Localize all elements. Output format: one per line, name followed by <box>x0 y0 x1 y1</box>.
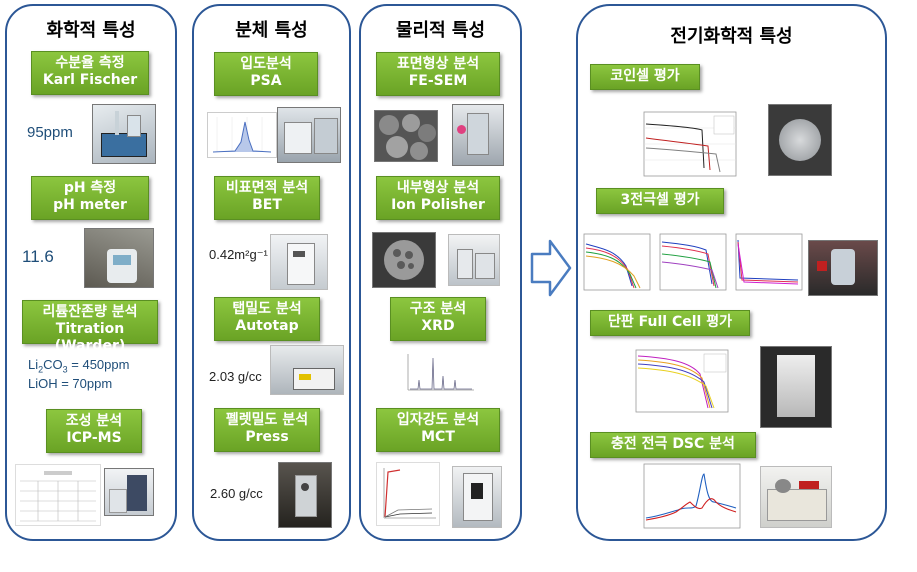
item-sub: FE-SEM <box>408 73 468 89</box>
li2co3-value: Li2CO3 = 450ppm <box>28 357 130 375</box>
karl-fischer-photo <box>92 104 156 164</box>
coin-cell-photo <box>768 104 832 176</box>
item-sub: MCT <box>421 429 455 445</box>
item-label: 입도분석 <box>240 56 292 72</box>
moisture-value: 95ppm <box>27 124 73 141</box>
item-sub: pH meter <box>53 197 127 213</box>
full-cell-box: 단판 Full Cell 평가 <box>590 310 750 336</box>
item-label: 3전극셀 평가 <box>620 192 700 208</box>
item-label: 입자강도 분석 <box>396 412 480 428</box>
three-electrode-cell-photo <box>808 240 878 296</box>
press-box: 펠렛밀도 분석 Press <box>214 408 320 452</box>
xrd-pattern-chart <box>407 354 474 391</box>
fe-sem-photo <box>452 104 504 166</box>
ph-meter-photo <box>84 228 154 288</box>
three-electrode-chart-3 <box>735 233 803 291</box>
icp-ms-photo <box>104 468 154 516</box>
item-sub: BET <box>252 197 282 213</box>
item-label: 펠렛밀도 분석 <box>225 412 309 428</box>
item-label: 코인셀 평가 <box>610 68 680 84</box>
titration-box: 리튬잔존량 분석 Titration (Warder) <box>22 300 158 354</box>
item-sub: Titration (Warder) <box>54 321 126 354</box>
three-electrode-chart-2 <box>659 233 727 291</box>
item-label: 구조 분석 <box>409 301 467 317</box>
icp-ms-box: 조성 분석 ICP-MS <box>46 409 142 453</box>
item-label: 단판 Full Cell 평가 <box>608 314 732 330</box>
panel-title: 물리적 특성 <box>395 20 486 41</box>
item-label: 조성 분석 <box>65 413 123 429</box>
karl-fischer-box: 수분율 측정 Karl Fischer <box>31 51 149 95</box>
autotap-photo <box>270 345 344 395</box>
item-label: 내부형상 분석 <box>396 180 480 196</box>
item-sub: Karl Fischer <box>42 72 138 88</box>
fe-sem-box: 표면형상 분석 FE-SEM <box>376 52 500 96</box>
xrd-box: 구조 분석 XRD <box>390 297 486 341</box>
item-sub: Autotap <box>235 318 299 334</box>
item-label: 표면형상 분석 <box>396 56 480 72</box>
mct-photo <box>452 466 502 528</box>
press-photo <box>278 462 332 528</box>
coin-cell-charge-discharge-chart <box>643 111 737 177</box>
panel-title: 전기화학적 특성 <box>670 26 793 47</box>
item-sub: Ion Polisher <box>391 197 485 213</box>
dsc-box: 충전 전극 DSC 분석 <box>590 432 756 458</box>
bet-box: 비표면적 분석 BET <box>214 176 320 220</box>
panel-title: 화학적 특성 <box>46 20 136 41</box>
item-label: 리튬잔존량 분석 <box>42 304 138 320</box>
cross-section-image <box>372 232 436 288</box>
ion-polisher-box: 내부형상 분석 Ion Polisher <box>376 176 500 220</box>
dsc-heat-flow-chart <box>643 463 741 529</box>
ion-polisher-photo <box>448 234 500 286</box>
psa-distribution-chart <box>207 112 277 158</box>
psa-box: 입도분석 PSA <box>214 52 318 96</box>
sem-surface-image <box>374 110 438 162</box>
item-label: 수분율 측정 <box>55 55 125 71</box>
bet-value: 0.42m²g⁻¹ <box>209 247 268 262</box>
psa-photo <box>277 107 341 163</box>
dsc-instrument-photo <box>760 466 832 528</box>
pellet-density-value: 2.60 g/cc <box>210 486 263 501</box>
item-sub: Press <box>245 429 289 445</box>
lioh-value: LiOH = 70ppm <box>28 376 113 391</box>
mct-force-chart <box>376 462 440 526</box>
item-label: 비표면적 분석 <box>225 180 309 196</box>
autotap-box: 탭밀도 분석 Autotap <box>214 297 320 341</box>
item-sub: ICP-MS <box>66 430 122 446</box>
mct-box: 입자강도 분석 MCT <box>376 408 500 452</box>
three-electrode-chart-1 <box>583 233 651 291</box>
right-arrow-icon <box>530 239 572 297</box>
ph-value: 11.6 <box>22 247 54 266</box>
item-label: 탭밀도 분석 <box>232 301 302 317</box>
pouch-cell-photo <box>760 346 832 428</box>
item-sub: PSA <box>250 73 282 89</box>
bet-photo <box>270 234 328 290</box>
three-electrode-cell-box: 3전극셀 평가 <box>596 188 724 214</box>
item-label: 충전 전극 DSC 분석 <box>611 436 735 452</box>
full-cell-discharge-chart <box>635 349 729 413</box>
ph-meter-box: pH 측정 pH meter <box>31 176 149 220</box>
item-label: pH 측정 <box>63 180 117 196</box>
icp-table-image <box>15 464 101 526</box>
item-sub: XRD <box>421 318 455 334</box>
panel-title: 분체 특성 <box>235 20 308 41</box>
tap-density-value: 2.03 g/cc <box>209 369 262 384</box>
coin-cell-box: 코인셀 평가 <box>590 64 700 90</box>
